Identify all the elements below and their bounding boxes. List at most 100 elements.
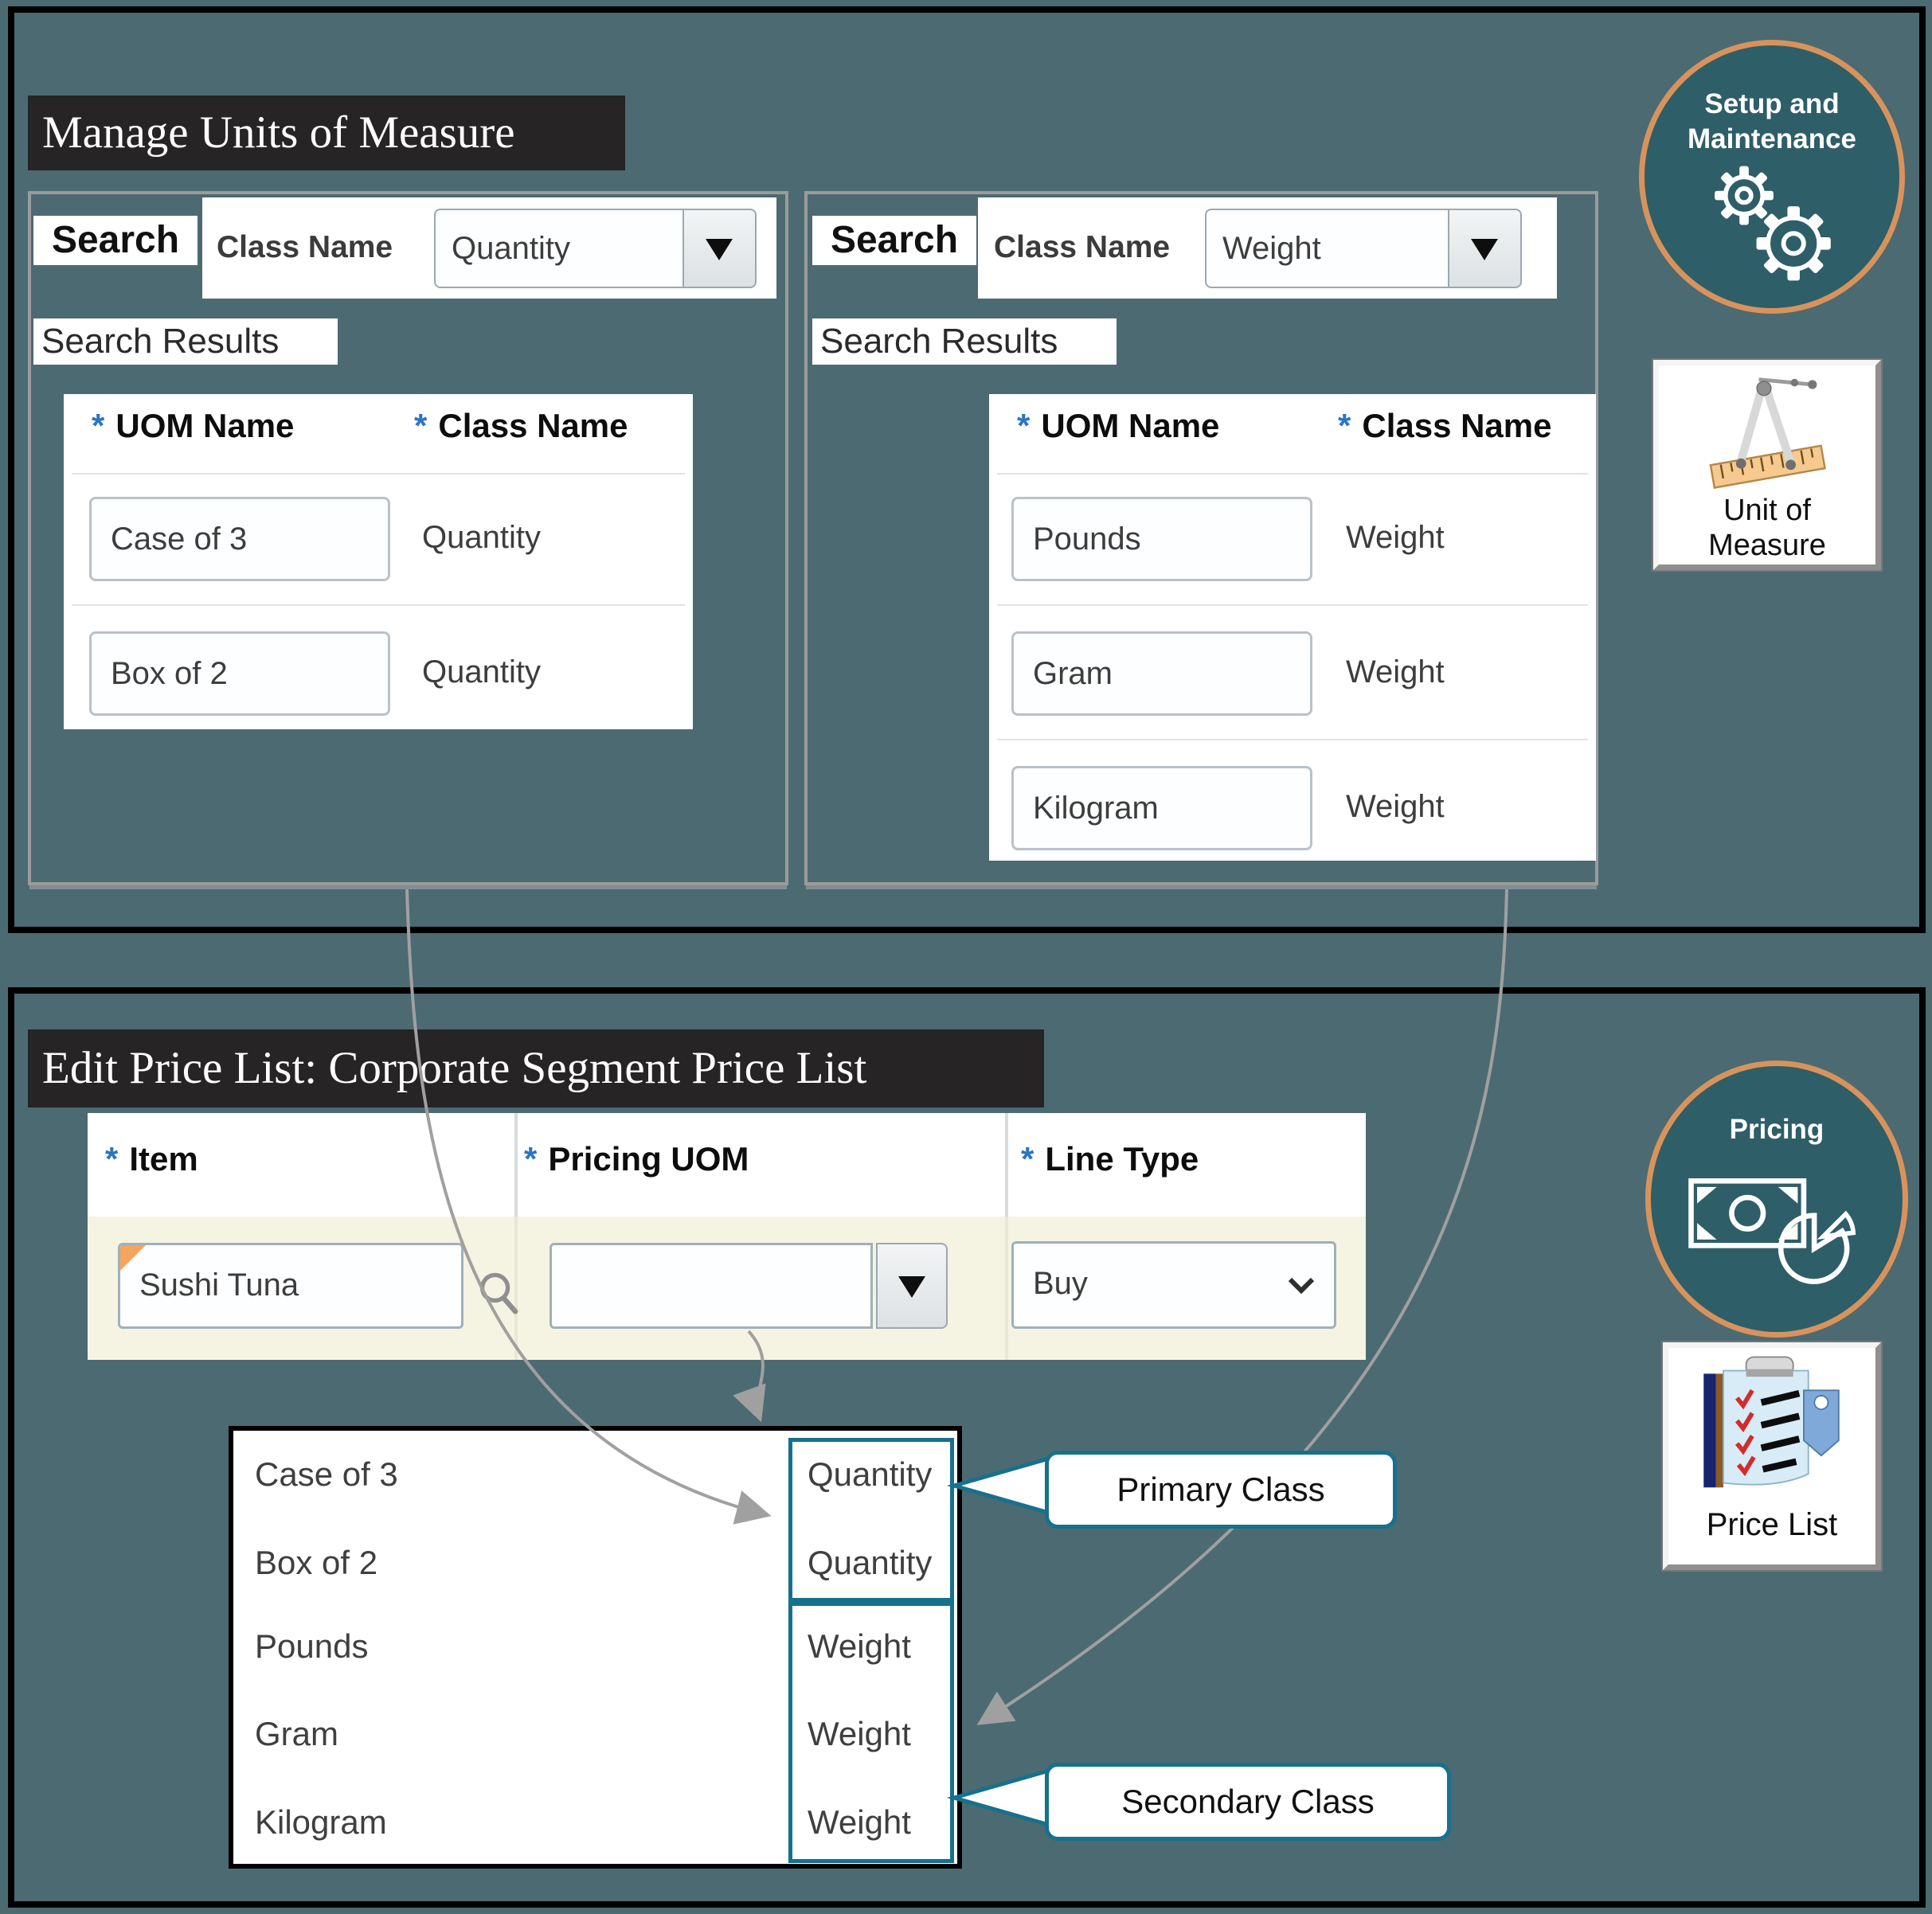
- list-item[interactable]: Gram: [255, 1715, 338, 1752]
- item-input-value: Sushi Tuna: [139, 1268, 299, 1303]
- price-list-tile[interactable]: Price List: [1661, 1341, 1883, 1572]
- weight-search-label: Search: [812, 216, 976, 265]
- weight-class-dropdown[interactable]: Weight: [1205, 209, 1449, 288]
- table-row: Pounds: [1033, 521, 1141, 557]
- edit-price-list-section-frame: [8, 987, 1926, 1908]
- class-name-header: *Class Name: [414, 407, 628, 444]
- primary-class-callout: Primary Class: [1045, 1451, 1397, 1529]
- pricing-uom-input[interactable]: [549, 1243, 873, 1329]
- search-icon[interactable]: [475, 1269, 526, 1320]
- quantity-search-label: Search: [33, 216, 198, 265]
- gears-icon: [1715, 166, 1831, 281]
- table-row: Case of 3: [111, 521, 248, 557]
- required-icon: *: [105, 1140, 119, 1178]
- manage-uom-title-text: Manage Units of Measure: [42, 107, 515, 158]
- dropdown-arrow-icon: [1471, 239, 1498, 260]
- required-icon: *: [1338, 407, 1351, 444]
- setup-badge-label-line1: Setup and: [1704, 88, 1840, 119]
- column-divider: [1005, 1217, 1008, 1360]
- class-value: Weight: [1346, 654, 1445, 689]
- quantity-class-dropdown-button[interactable]: [682, 209, 757, 288]
- list-item[interactable]: Case of 3: [255, 1455, 398, 1493]
- primary-class-highlight-box: [788, 1438, 954, 1602]
- uom-name-input[interactable]: Kilogram: [1011, 766, 1312, 850]
- quantity-results-label: Search Results: [33, 318, 338, 365]
- list-item[interactable]: Pounds: [255, 1627, 369, 1665]
- class-name-header: *Class Name: [1338, 407, 1552, 444]
- uom-tile-label-line2: Measure: [1708, 529, 1826, 562]
- caliper-ruler-icon: [1709, 377, 1826, 489]
- uom-name-input[interactable]: Box of 2: [89, 631, 390, 716]
- uom-name-header: *UOM Name: [1017, 407, 1220, 444]
- weight-results-label: Search Results: [812, 318, 1117, 365]
- list-item-class: Quantity: [808, 1544, 933, 1581]
- quantity-class-dropdown-value: Quantity: [452, 231, 570, 266]
- required-icon: *: [92, 407, 105, 444]
- required-corner-flag-icon: [120, 1245, 146, 1271]
- uom-name-input[interactable]: Case of 3: [89, 497, 390, 581]
- required-icon: *: [524, 1140, 538, 1178]
- table-divider: [72, 473, 685, 475]
- quantity-search-panel: [28, 191, 788, 885]
- weight-results-table: *UOM Name *Class Name Pounds Weight Gram…: [989, 394, 1596, 861]
- item-column-header: *Item: [105, 1140, 198, 1178]
- weight-class-name-label: Class Name: [994, 230, 1171, 264]
- weight-search-panel: [804, 191, 1598, 885]
- checklist-tag-icon: [1703, 1356, 1840, 1488]
- class-value: Quantity: [422, 654, 541, 689]
- uom-name-input[interactable]: Gram: [1011, 631, 1312, 716]
- item-input[interactable]: Sushi Tuna: [118, 1243, 463, 1329]
- required-icon: *: [1017, 407, 1031, 444]
- line-type-select[interactable]: Buy: [1011, 1241, 1336, 1329]
- list-item[interactable]: Box of 2: [255, 1544, 378, 1581]
- uom-tile-label-line1: Unit of: [1723, 494, 1811, 527]
- line-type-select-value: Buy: [1033, 1266, 1088, 1301]
- chevron-down-icon: [1288, 1277, 1315, 1295]
- list-item-class: Quantity: [808, 1455, 933, 1493]
- uom-name-header: *UOM Name: [92, 407, 295, 444]
- list-item[interactable]: Kilogram: [255, 1803, 387, 1841]
- column-divider: [1005, 1113, 1008, 1217]
- price-table-row: Sushi Tuna Buy: [88, 1217, 1366, 1360]
- table-row: Box of 2: [111, 656, 228, 691]
- list-item-class: Weight: [808, 1715, 911, 1752]
- manage-uom-section-frame: [8, 6, 1926, 933]
- table-divider: [72, 604, 685, 606]
- table-row: Kilogram: [1033, 791, 1159, 826]
- money-pie-icon: [1688, 1178, 1856, 1284]
- quantity-results-table: *UOM Name *Class Name Case of 3 Quantity…: [64, 394, 693, 729]
- pricing-badge[interactable]: Pricing: [1645, 1061, 1908, 1338]
- price-list-tile-label: Price List: [1706, 1507, 1838, 1542]
- weight-class-dropdown-button[interactable]: [1448, 209, 1522, 288]
- pricing-badge-label: Pricing: [1729, 1114, 1824, 1145]
- dropdown-arrow-icon: [706, 239, 733, 260]
- line-type-column-header: *Line Type: [1021, 1140, 1199, 1178]
- price-table-header: *Item *Pricing UOM *Line Type: [88, 1113, 1366, 1217]
- edit-price-list-title: Edit Price List: Corporate Segment Price…: [28, 1029, 1044, 1107]
- quantity-class-name-label: Class Name: [217, 230, 393, 264]
- unit-of-measure-tile[interactable]: Unit of Measure: [1652, 358, 1883, 572]
- secondary-class-highlight-box: [788, 1602, 954, 1863]
- manage-uom-title: Manage Units of Measure: [28, 96, 625, 170]
- uom-name-input[interactable]: Pounds: [1011, 497, 1312, 581]
- required-icon: *: [1021, 1140, 1034, 1178]
- weight-class-dropdown-value: Weight: [1222, 231, 1321, 266]
- quantity-class-dropdown[interactable]: Quantity: [434, 209, 684, 288]
- class-value: Weight: [1346, 520, 1445, 555]
- pricing-uom-column-header: *Pricing UOM: [524, 1140, 749, 1178]
- table-divider: [997, 739, 1588, 740]
- list-item-class: Weight: [808, 1627, 911, 1665]
- setup-and-maintenance-badge[interactable]: Setup and Maintenance: [1639, 40, 1905, 314]
- secondary-class-callout: Secondary Class: [1045, 1763, 1451, 1841]
- dropdown-arrow-icon: [898, 1276, 925, 1298]
- table-divider: [997, 604, 1588, 606]
- pricing-uom-dropdown-button[interactable]: [876, 1243, 948, 1329]
- edit-price-list-title-text: Edit Price List: Corporate Segment Price…: [42, 1043, 867, 1093]
- class-value: Quantity: [422, 520, 541, 555]
- setup-badge-label-line2: Maintenance: [1688, 123, 1856, 154]
- column-divider: [514, 1113, 518, 1217]
- table-row: Gram: [1033, 656, 1113, 691]
- table-divider: [997, 473, 1588, 475]
- list-item-class: Weight: [808, 1803, 911, 1841]
